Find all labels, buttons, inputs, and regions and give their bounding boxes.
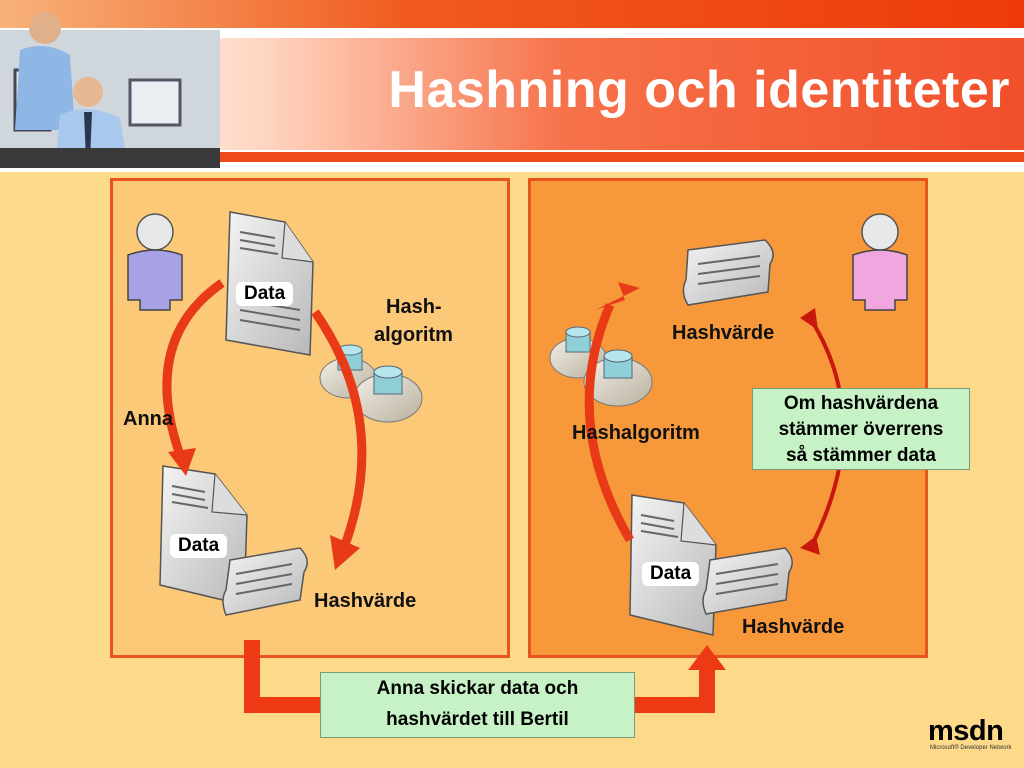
- slide-title: Hashning och identiteter: [388, 61, 1010, 119]
- hash-algorithm-label-right: Hashalgoritm: [572, 422, 700, 444]
- transfer-note-line1: Anna skickar data och: [376, 678, 579, 699]
- hash-value-label-right: Hashvärde: [742, 616, 845, 638]
- hash-algorithm-label-line1: Hash-: [386, 296, 442, 318]
- verification-note-line2: stämmer överrens: [778, 419, 944, 440]
- transfer-note-line2: hashvärdet till Bertil: [386, 709, 569, 730]
- person-receiver-icon: [852, 213, 908, 311]
- data-label-bottom: Data: [170, 534, 228, 558]
- hash-value-label-left: Hashvärde: [314, 590, 417, 612]
- header-photo-people: [0, 12, 220, 168]
- anna-label: Anna: [123, 408, 173, 430]
- header-top-band: [0, 0, 1024, 28]
- hash-algorithm-label-line2: algoritm: [374, 324, 453, 346]
- slide-header: Hashning och identiteter: [0, 0, 1024, 172]
- transfer-note: Anna skickar data och hashvärdet till Be…: [320, 672, 635, 738]
- header-bottom-line: [0, 152, 1024, 162]
- hash-value-label-top: Hashvärde: [672, 322, 775, 344]
- hash-value-scroll-icon-top: [682, 239, 774, 306]
- flow-arrow-left-curve: [162, 279, 367, 570]
- msdn-logo-subtitle: Microsoft® Developer Network: [930, 745, 1012, 751]
- hash-value-scroll-icon-left: [222, 547, 308, 616]
- verification-note-line1: Om hashvärdena: [783, 393, 939, 414]
- hash-algorithm-gears-icon-right: [549, 326, 653, 407]
- person-anna-icon: [127, 213, 183, 311]
- hash-value-scroll-icon-right: [702, 547, 793, 615]
- msdn-logo: msdn: [928, 715, 1004, 747]
- verification-note: Om hashvärdena stämmer överrens så stämm…: [752, 388, 970, 470]
- send-arrow-bottom: [244, 640, 726, 713]
- data-label-right: Data: [642, 562, 700, 586]
- hash-algorithm-gears-icon: [319, 344, 423, 423]
- verification-note-line3: så stämmer data: [786, 445, 936, 466]
- data-label-top: Data: [236, 282, 294, 306]
